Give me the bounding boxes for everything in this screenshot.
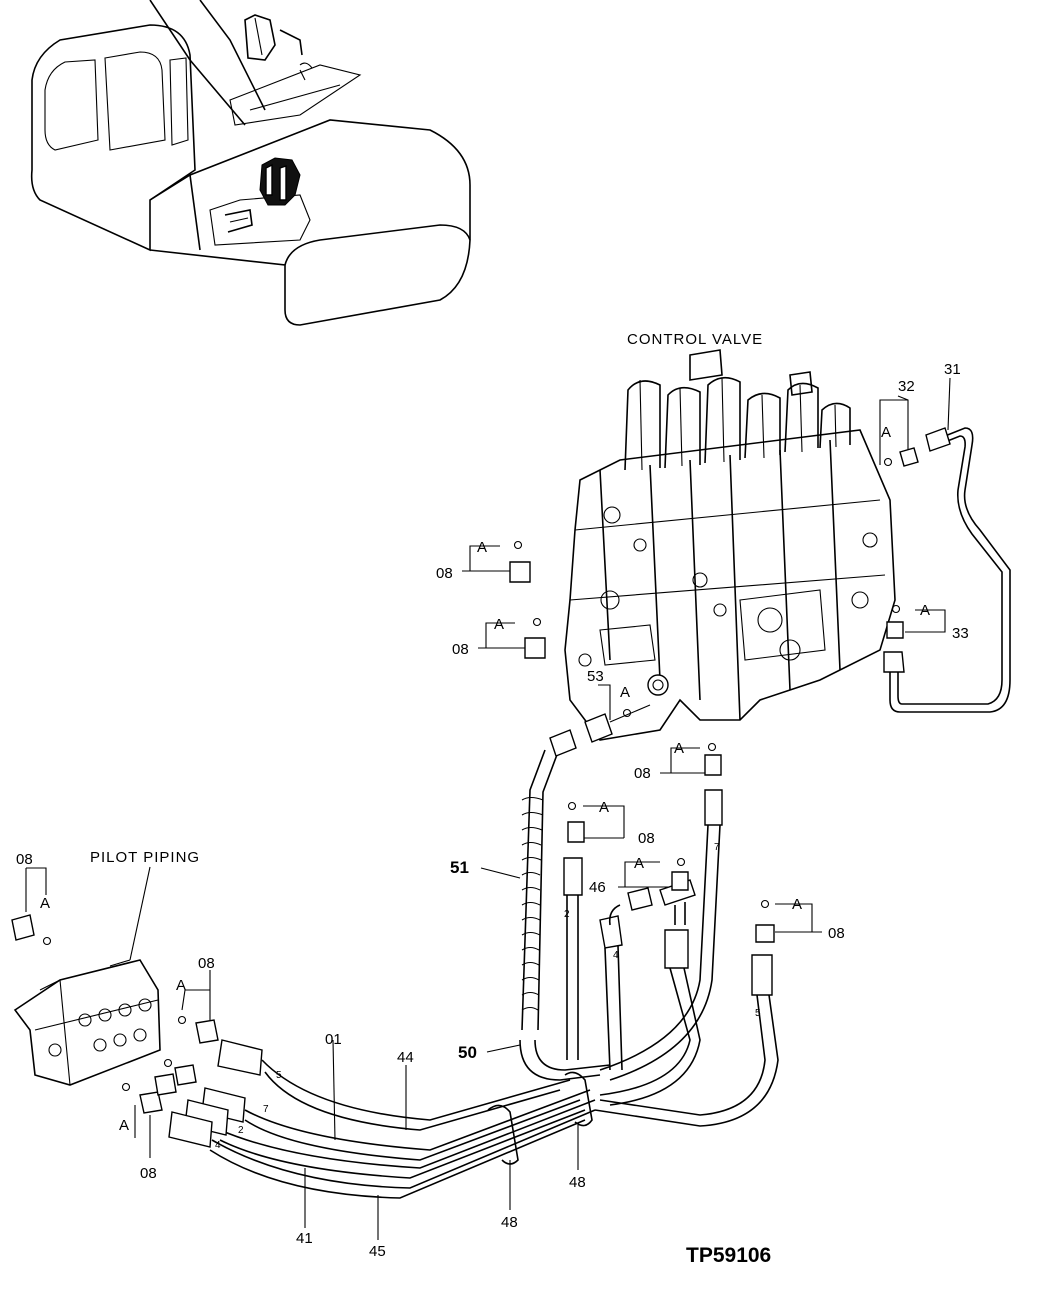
detail-mark-a: A xyxy=(920,602,930,619)
hose-mark-5: 5 xyxy=(276,1070,282,1081)
callout-08-valve-2: 08 xyxy=(452,641,469,658)
labels: CONTROL VALVE PILOT PIPING TP59106 31 32… xyxy=(16,331,969,1267)
detail-mark-a: A xyxy=(674,740,684,757)
control-valve-body xyxy=(564,349,896,741)
hose-mark-2: 2 xyxy=(564,909,570,920)
callout-08-pilot-3: 08 xyxy=(140,1165,157,1182)
hoses xyxy=(209,729,779,1199)
callout-08-pilot-2: 08 xyxy=(198,955,215,972)
fitting-33 xyxy=(886,604,904,639)
hose-mark-5: 5 xyxy=(755,1008,761,1019)
callout-08-pilot-1: 08 xyxy=(16,851,33,868)
detail-mark-a: A xyxy=(119,1117,129,1134)
fitting-32 xyxy=(883,447,919,467)
callout-44: 44 xyxy=(397,1049,414,1066)
leader-lines xyxy=(25,377,951,1240)
callout-01: 01 xyxy=(325,1031,342,1048)
pipe-31 xyxy=(883,427,1011,713)
callout-08-valve-1: 08 xyxy=(436,565,453,582)
callout-51: 51 xyxy=(450,858,469,877)
callout-45: 45 xyxy=(369,1243,386,1260)
callout-48-a: 48 xyxy=(569,1174,586,1191)
pilot-block xyxy=(11,914,263,1148)
hose-mark-2: 2 xyxy=(238,1125,244,1136)
callout-41: 41 xyxy=(296,1230,313,1247)
callout-33: 33 xyxy=(952,625,969,642)
callout-50: 50 xyxy=(458,1043,477,1062)
detail-mark-a: A xyxy=(792,896,802,913)
hose-mark-4: 4 xyxy=(613,950,619,961)
pilot-piping-title: PILOT PIPING xyxy=(90,849,200,866)
callout-48-b: 48 xyxy=(501,1214,518,1231)
callout-08-valve-4: 08 xyxy=(638,830,655,847)
hose-mark-4: 4 xyxy=(215,1140,221,1151)
detail-mark-a: A xyxy=(176,977,186,994)
excavator-overview xyxy=(30,0,471,326)
callout-53: 53 xyxy=(587,668,604,685)
callout-46: 46 xyxy=(589,879,606,896)
callout-08-valve-3: 08 xyxy=(634,765,651,782)
callout-32: 32 xyxy=(898,378,915,395)
detail-mark-a: A xyxy=(620,684,630,701)
callout-08-valve-5: 08 xyxy=(828,925,845,942)
hose-mark-7: 7 xyxy=(714,842,720,853)
control-valve-title: CONTROL VALVE xyxy=(627,331,763,348)
hose-mark-7: 7 xyxy=(263,1104,269,1115)
drawing-code: TP59106 xyxy=(686,1244,771,1267)
detail-mark-a: A xyxy=(634,855,644,872)
detail-mark-a: A xyxy=(40,895,50,912)
callout-31: 31 xyxy=(944,361,961,378)
detail-mark-a: A xyxy=(881,424,891,441)
detail-mark-a: A xyxy=(477,539,487,556)
detail-mark-a: A xyxy=(494,616,504,633)
detail-mark-a: A xyxy=(599,799,609,816)
valve-adapters xyxy=(509,540,775,943)
